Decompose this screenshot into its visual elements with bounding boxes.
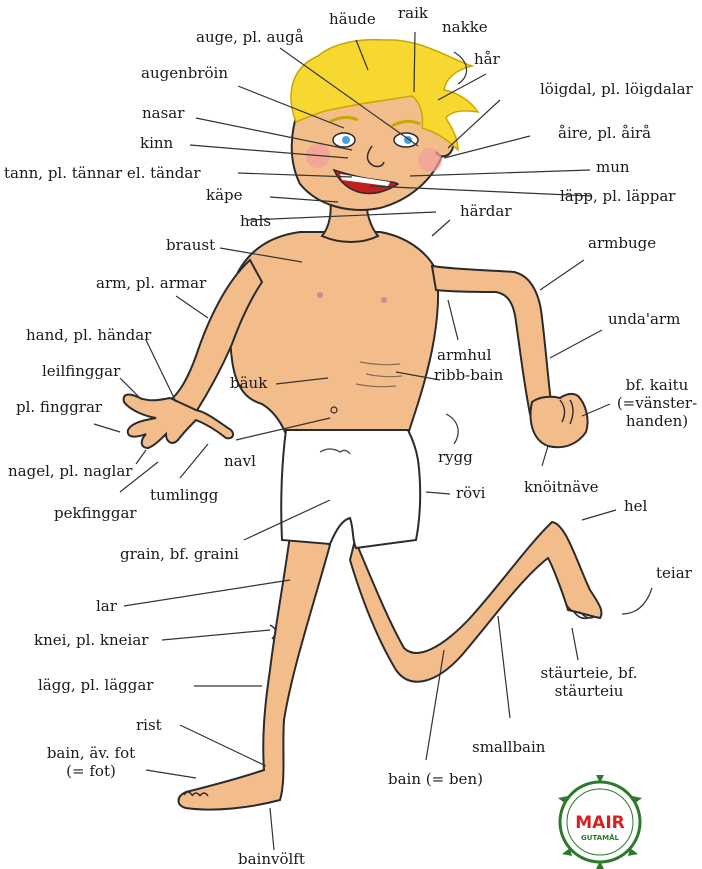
label-pekfinggar: pekfinggar [54, 504, 137, 522]
label-rist: rist [136, 716, 162, 734]
label-nakke: nakke [442, 18, 488, 36]
label-aire: åire, pl. åirå [558, 124, 651, 142]
label-braust: braust [166, 236, 215, 254]
label-tumlingg: tumlingg [150, 486, 218, 504]
label-bfkaitu: bf. kaitu (=vänster-handen) [612, 376, 702, 430]
label-nagel: nagel, pl. naglar [8, 462, 132, 480]
label-ribbbain: ribb-bain [434, 366, 503, 384]
shorts [281, 430, 420, 548]
label-armbuge: armbuge [588, 234, 656, 252]
label-tann: tann, pl. tännar el. tändar [4, 164, 201, 182]
label-augenbroin: augenbröin [141, 64, 228, 82]
label-smallbain: smallbain [472, 738, 545, 756]
label-mun: mun [596, 158, 630, 176]
label-raik: raik [398, 4, 428, 22]
right-side-arm [432, 266, 552, 414]
label-leilfinggar: leilfinggar [42, 362, 120, 380]
label-armhul: armhul [437, 346, 491, 364]
label-loigdal: löigdal, pl. löigdalar [540, 80, 693, 98]
label-har: hår [474, 50, 500, 68]
label-staurteie: stäurteie, bf. stäurteiu [534, 664, 644, 700]
label-lapp: läpp, pl. läppar [560, 187, 675, 205]
torso [230, 232, 438, 434]
label-arm: arm, pl. armar [96, 274, 206, 292]
fist [531, 394, 588, 447]
label-hardar: härdar [460, 202, 512, 220]
standing-leg [179, 520, 331, 810]
label-nasar: nasar [142, 104, 184, 122]
label-hand: hand, pl. händar [26, 326, 151, 344]
label-grain: grain, bf. graini [120, 545, 239, 563]
label-bauk: bäuk [230, 374, 267, 392]
label-rovi: rövi [456, 484, 485, 502]
label-plfinggrar: pl. finggrar [16, 398, 102, 416]
label-knei: knei, pl. kneiar [34, 631, 148, 649]
bent-leg [350, 522, 602, 682]
label-kinn: kinn [140, 134, 173, 152]
label-lagg: lägg, pl. läggar [38, 676, 153, 694]
open-hand [124, 395, 233, 448]
logo-word: MAIR [575, 813, 625, 833]
label-kape: käpe [206, 186, 243, 204]
label-undaarm: unda'arm [608, 310, 680, 328]
label-hel: hel [624, 497, 647, 515]
label-navl: navl [224, 452, 256, 470]
label-hals: hals [240, 212, 271, 230]
label-teiar: teiar [656, 564, 692, 582]
label-lar: lar [96, 597, 117, 615]
label-haude: häude [329, 10, 376, 28]
label-rygg: rygg [438, 448, 473, 466]
label-auge: auge, pl. augå [196, 28, 304, 46]
mair-gutamal-logo: MAIR GUTAMÅL [558, 775, 642, 869]
logo-subword: GUTAMÅL [581, 833, 619, 842]
label-bainvolft: bainvölft [238, 850, 305, 868]
label-bainben: bain (= ben) [388, 770, 483, 788]
label-knoitnave: knöitnäve [524, 478, 599, 496]
label-bainfot: bain, äv. fot (= fot) [36, 744, 146, 780]
